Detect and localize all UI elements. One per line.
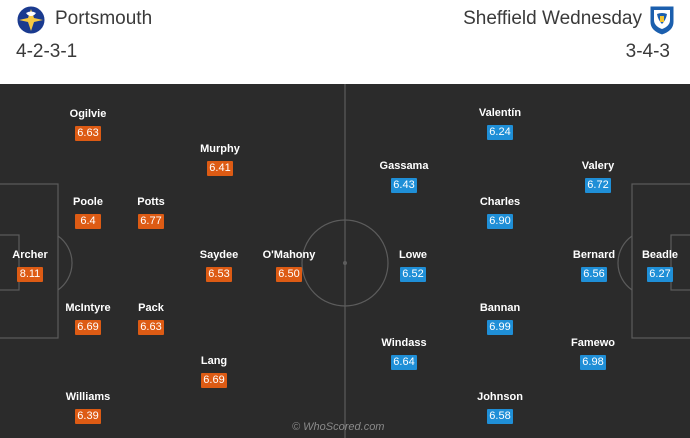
away-penalty-arc — [617, 235, 633, 291]
home-player[interactable]: Saydee 6.53 — [181, 249, 257, 282]
whoscored-watermark: © WhoScored.com — [292, 421, 385, 433]
player-rating: 6.39 — [75, 409, 101, 424]
player-rating: 6.58 — [487, 409, 513, 424]
away-player[interactable]: Beadle 6.27 — [622, 249, 690, 282]
player-rating: 6.98 — [580, 355, 606, 370]
away-penalty-area — [631, 183, 690, 339]
home-player[interactable]: Poole 6.4 — [50, 196, 126, 229]
player-name: Gassama — [379, 160, 429, 172]
home-goal-area — [0, 234, 20, 291]
home-formation: 4-2-3-1 — [16, 41, 78, 62]
player-name: Lowe — [398, 249, 428, 261]
portsmouth-crest-icon — [16, 5, 46, 35]
player-name: Potts — [137, 196, 165, 208]
player-name: O'Mahony — [262, 249, 316, 261]
center-circle — [301, 219, 389, 307]
center-spot — [343, 261, 347, 265]
away-goal-area — [670, 234, 690, 291]
away-player[interactable]: Valery 6.72 — [560, 160, 636, 193]
player-name: Valery — [581, 160, 615, 172]
away-team-name: Sheffield Wednesday — [463, 8, 642, 29]
player-rating: 6.63 — [138, 320, 164, 335]
player-name: Murphy — [200, 143, 240, 155]
home-player[interactable]: Pack 6.63 — [113, 302, 189, 335]
player-rating: 6.50 — [276, 267, 302, 282]
player-name: Bernard — [572, 249, 616, 261]
away-player[interactable]: Famewo 6.98 — [555, 337, 631, 370]
player-rating: 6.72 — [585, 178, 611, 193]
player-rating: 6.69 — [75, 320, 101, 335]
player-name: Archer — [12, 249, 48, 261]
player-rating: 6.69 — [201, 373, 227, 388]
player-rating: 6.4 — [75, 214, 101, 229]
player-rating: 6.53 — [206, 267, 232, 282]
player-name: Windass — [381, 337, 427, 349]
player-rating: 8.11 — [17, 267, 43, 282]
player-rating: 6.99 — [487, 320, 513, 335]
away-player[interactable]: Bannan 6.99 — [462, 302, 538, 335]
player-rating: 6.52 — [400, 267, 426, 282]
match-header: Portsmouth 4-2-3-1 Sheffield Wednesday 3… — [0, 0, 690, 84]
away-formation: 3-4-3 — [625, 41, 670, 62]
player-rating: 6.64 — [391, 355, 417, 370]
home-player[interactable]: McIntyre 6.69 — [50, 302, 126, 335]
player-rating: 6.90 — [487, 214, 513, 229]
home-player[interactable]: Lang 6.69 — [176, 355, 252, 388]
home-player[interactable]: Williams 6.39 — [50, 391, 126, 424]
sheffield-wednesday-crest-icon — [649, 5, 675, 36]
player-name: Famewo — [570, 337, 615, 349]
player-rating: 6.77 — [138, 214, 164, 229]
player-rating: 6.56 — [581, 267, 607, 282]
home-player[interactable]: Ogilvie 6.63 — [50, 108, 126, 141]
home-player[interactable]: Murphy 6.41 — [182, 143, 258, 176]
player-name: Beadle — [641, 249, 679, 261]
home-player[interactable]: Potts 6.77 — [113, 196, 189, 229]
player-name: Williams — [65, 391, 111, 403]
home-team-name: Portsmouth — [55, 8, 153, 29]
home-penalty-area — [0, 183, 59, 339]
pitch-markings — [0, 84, 690, 438]
away-player[interactable]: Windass 6.64 — [366, 337, 442, 370]
player-rating: 6.41 — [207, 161, 233, 176]
away-player[interactable]: Valentín 6.24 — [462, 107, 538, 140]
player-name: Lang — [200, 355, 228, 367]
player-rating: 6.63 — [75, 126, 101, 141]
player-rating: 6.24 — [487, 125, 513, 140]
home-penalty-arc — [57, 235, 73, 291]
player-name: Poole — [73, 196, 103, 208]
player-name: Ogilvie — [69, 108, 107, 120]
away-player[interactable]: Johnson 6.58 — [462, 391, 538, 424]
away-player[interactable]: Charles 6.90 — [462, 196, 538, 229]
player-rating: 6.43 — [391, 178, 417, 193]
player-name: Saydee — [199, 249, 239, 261]
pitch: Archer 8.11 Ogilvie 6.63 Poole 6.4 McInt… — [0, 84, 690, 438]
player-name: Johnson — [477, 391, 523, 403]
home-player[interactable]: O'Mahony 6.50 — [251, 249, 327, 282]
player-name: McIntyre — [65, 302, 111, 314]
player-name: Bannan — [479, 302, 521, 314]
player-name: Charles — [479, 196, 521, 208]
player-name: Valentín — [478, 107, 522, 119]
home-player[interactable]: Archer 8.11 — [0, 249, 68, 282]
away-player[interactable]: Gassama 6.43 — [366, 160, 442, 193]
player-name: Pack — [138, 302, 164, 314]
away-player[interactable]: Lowe 6.52 — [375, 249, 451, 282]
away-player[interactable]: Bernard 6.56 — [556, 249, 632, 282]
player-rating: 6.27 — [647, 267, 673, 282]
